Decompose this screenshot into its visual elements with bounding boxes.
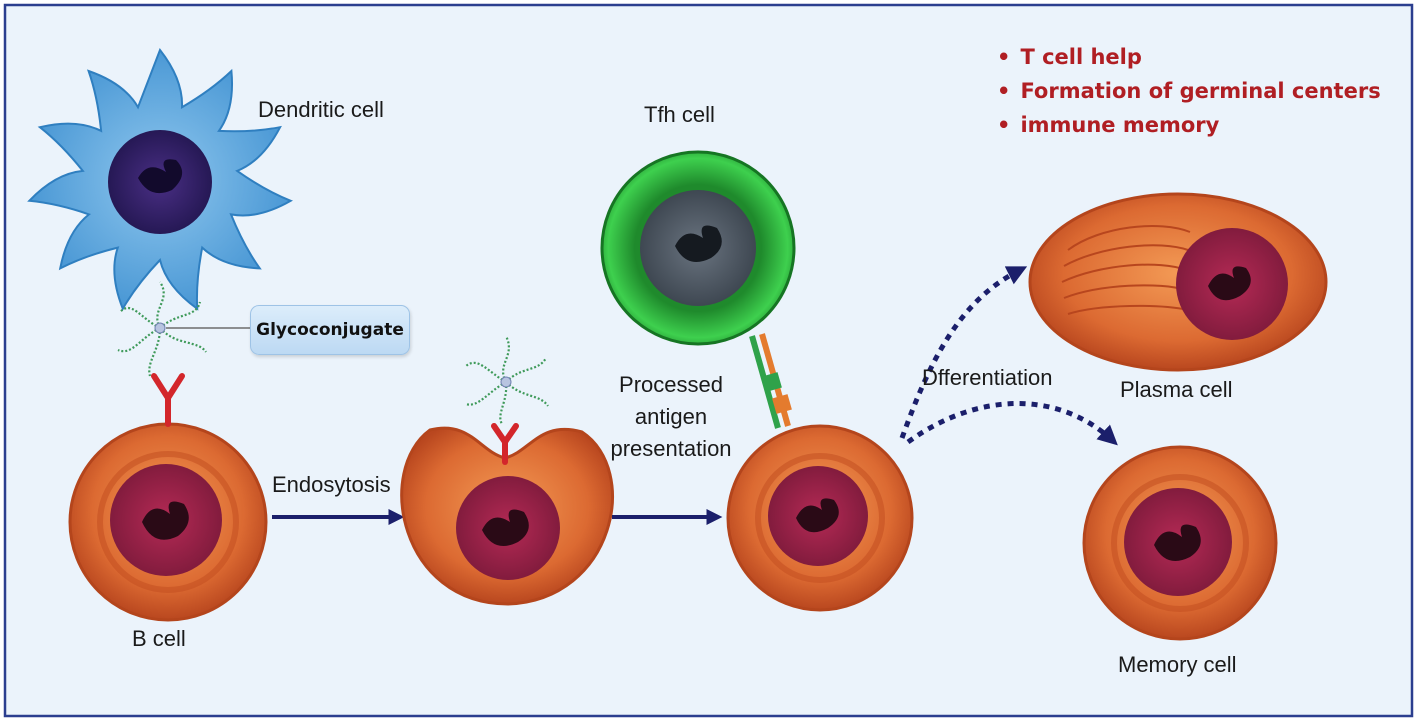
label-processed-line2: antigen	[634, 404, 708, 429]
bcr-receptor-icon	[151, 373, 185, 427]
bullet-item: Formation of germinal centers	[997, 74, 1380, 108]
bullet-item: immune memory	[997, 108, 1381, 142]
label-processed-line1: Processed	[619, 372, 723, 397]
bullet-item: T cell help	[997, 40, 1381, 74]
label-glycoconjugate: Glycoconjugate	[250, 305, 410, 355]
dendritic-cell-icon	[27, 47, 293, 311]
label-differentiation: Dfferentiation	[922, 365, 1053, 390]
label-endocytosis: Endosytosis	[272, 472, 391, 497]
glycoconjugate-core	[154, 322, 166, 334]
label-dendritic-cell: Dendritic cell	[258, 97, 384, 122]
outcome-bullet-list: T cell help Formation of germinal center…	[997, 40, 1381, 142]
tcr-mhc-connector	[749, 333, 792, 429]
tfh-cell-icon	[600, 150, 796, 346]
label-processed-line3: presentation	[610, 436, 732, 461]
memory-differentiation-arrow	[906, 401, 1118, 446]
memory-cell-icon	[1082, 445, 1278, 641]
label-memory-cell: Memory cell	[1118, 652, 1237, 677]
plasma-cell-icon	[1028, 192, 1328, 372]
label-b-cell: B cell	[132, 626, 186, 651]
plasma-differentiation-arrow	[899, 266, 1028, 439]
label-tfh-cell: Tfh cell	[644, 102, 715, 127]
label-plasma-cell: Plasma cell	[1120, 377, 1233, 402]
b-cell-icon	[68, 422, 268, 622]
b-cell-endocytosis-icon	[400, 335, 614, 606]
b-cell-presenting-icon	[726, 424, 914, 612]
